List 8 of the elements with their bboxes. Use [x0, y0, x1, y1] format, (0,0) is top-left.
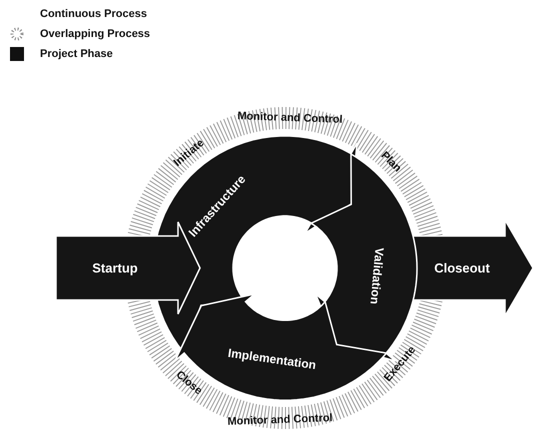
phase-label: Closeout [434, 260, 490, 276]
process-label: Monitor and Control [238, 110, 343, 126]
phase-label: Validation [367, 247, 386, 305]
legend-text: Project Phase [40, 48, 113, 60]
legend-text: Continuous Process [40, 8, 147, 20]
phase-label: Startup [92, 260, 138, 276]
process-label: Monitor and Control [226, 412, 332, 428]
legend-text: Overlapping Process [40, 28, 150, 40]
